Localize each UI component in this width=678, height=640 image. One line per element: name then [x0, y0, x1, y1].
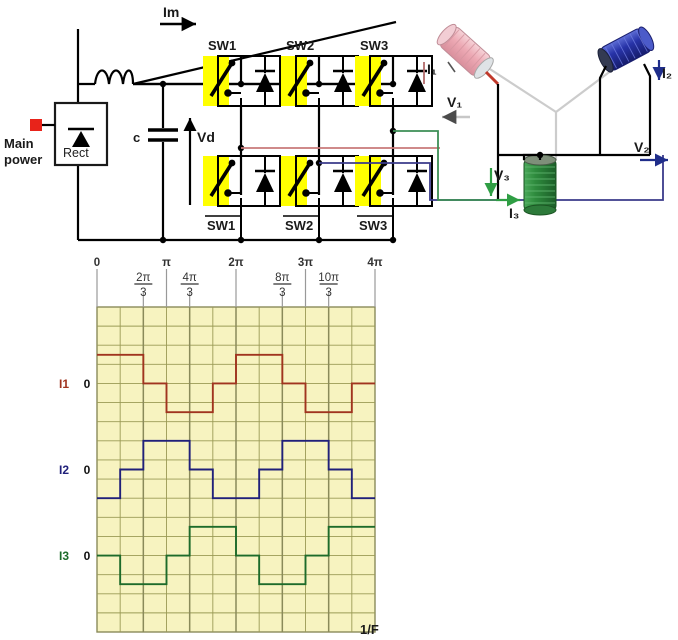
dc-bus-wiring — [76, 20, 397, 242]
rectifier-block — [53, 101, 109, 167]
x-tick-label: 3π — [298, 257, 313, 269]
phase2-motor-lead — [498, 63, 652, 157]
waveform-i2 — [97, 439, 375, 500]
switch-label-sw1-upper: SW1 — [208, 38, 236, 53]
x-tick-numerator: 2π — [136, 272, 150, 284]
capacitor-label: c — [133, 130, 140, 145]
main-power-label-1: Main — [4, 136, 34, 151]
waveform-i3 — [97, 525, 375, 586]
series-label-i3: I3 — [59, 549, 69, 563]
series-label-i1: I1 — [59, 377, 69, 391]
i3-label: I₃ — [509, 205, 519, 221]
inductor-symbol — [93, 69, 135, 85]
x-tick-denominator: 3 — [140, 287, 146, 299]
phase2-output-wire — [319, 155, 664, 201]
x-tick-denominator: 3 — [279, 287, 285, 299]
main-power-terminal — [30, 119, 55, 131]
inverter-leg-1: SW1 SW1 — [203, 38, 281, 244]
switch-sw1-upper[interactable] — [203, 55, 281, 107]
switch-sw2-lower[interactable] — [281, 155, 359, 240]
x-tick-numerator: 4π — [182, 272, 196, 284]
series-label-i2: I2 — [59, 463, 69, 477]
switch-sw1-lower[interactable] — [203, 155, 281, 240]
i1-label: I₁ — [427, 61, 437, 77]
switch-label-sw1-lower: SW1 — [207, 218, 235, 233]
phase3-winding-coil — [523, 154, 557, 216]
x-tick-numerator: 8π — [275, 272, 289, 284]
rectifier-label: Rect — [63, 146, 89, 160]
waveform-i1 — [97, 353, 375, 414]
x-tick-label: 4π — [367, 257, 382, 269]
chart-tick-stems — [96, 269, 376, 307]
x-tick-label: 0 — [94, 257, 100, 269]
v1-label: V₁ — [447, 94, 462, 110]
x-tick-denominator: 3 — [325, 287, 331, 299]
phase2-winding-coil — [597, 26, 655, 73]
switch-sw2-upper[interactable] — [281, 55, 359, 107]
x-tick-denominator: 3 — [186, 287, 192, 299]
i2-label: I₂ — [662, 65, 672, 81]
chart-series — [97, 353, 375, 586]
dc-link-capacitor — [148, 80, 178, 244]
series-zero-label-i2: 0 — [84, 463, 91, 477]
switch-sw3-upper[interactable] — [355, 55, 433, 107]
vd-label: Vd — [197, 129, 215, 145]
v3-label: V₃ — [494, 167, 510, 183]
x-tick-numerator: 10π — [318, 272, 339, 284]
chart-xlabel: 1/F — [360, 622, 379, 637]
main-power-label-2: power — [4, 152, 42, 167]
x-tick-label: 2π — [228, 257, 243, 269]
series-zero-label-i1: 0 — [84, 377, 91, 391]
v2-label: V₂ — [634, 139, 650, 155]
switch-label-sw3-lower: SW3 — [359, 218, 387, 233]
phase3-node-dot — [536, 151, 544, 159]
phase1-motor-lead — [447, 61, 500, 200]
switch-label-sw2-lower: SW2 — [285, 218, 313, 233]
switch-label-sw3-upper: SW3 — [360, 38, 388, 53]
im-label: Im — [163, 4, 179, 20]
switch-label-sw2-upper: SW2 — [286, 38, 314, 53]
inverter-leg-2: SW2 SW2 — [281, 38, 359, 244]
inverter-leg-3: SW3 SW3 — [355, 38, 433, 244]
x-tick-label: π — [162, 257, 171, 269]
series-zero-label-i3: 0 — [84, 549, 91, 563]
switch-sw3-lower[interactable] — [355, 155, 433, 240]
phase3-output-wire — [393, 130, 512, 201]
phase1-winding-coil — [436, 23, 494, 79]
